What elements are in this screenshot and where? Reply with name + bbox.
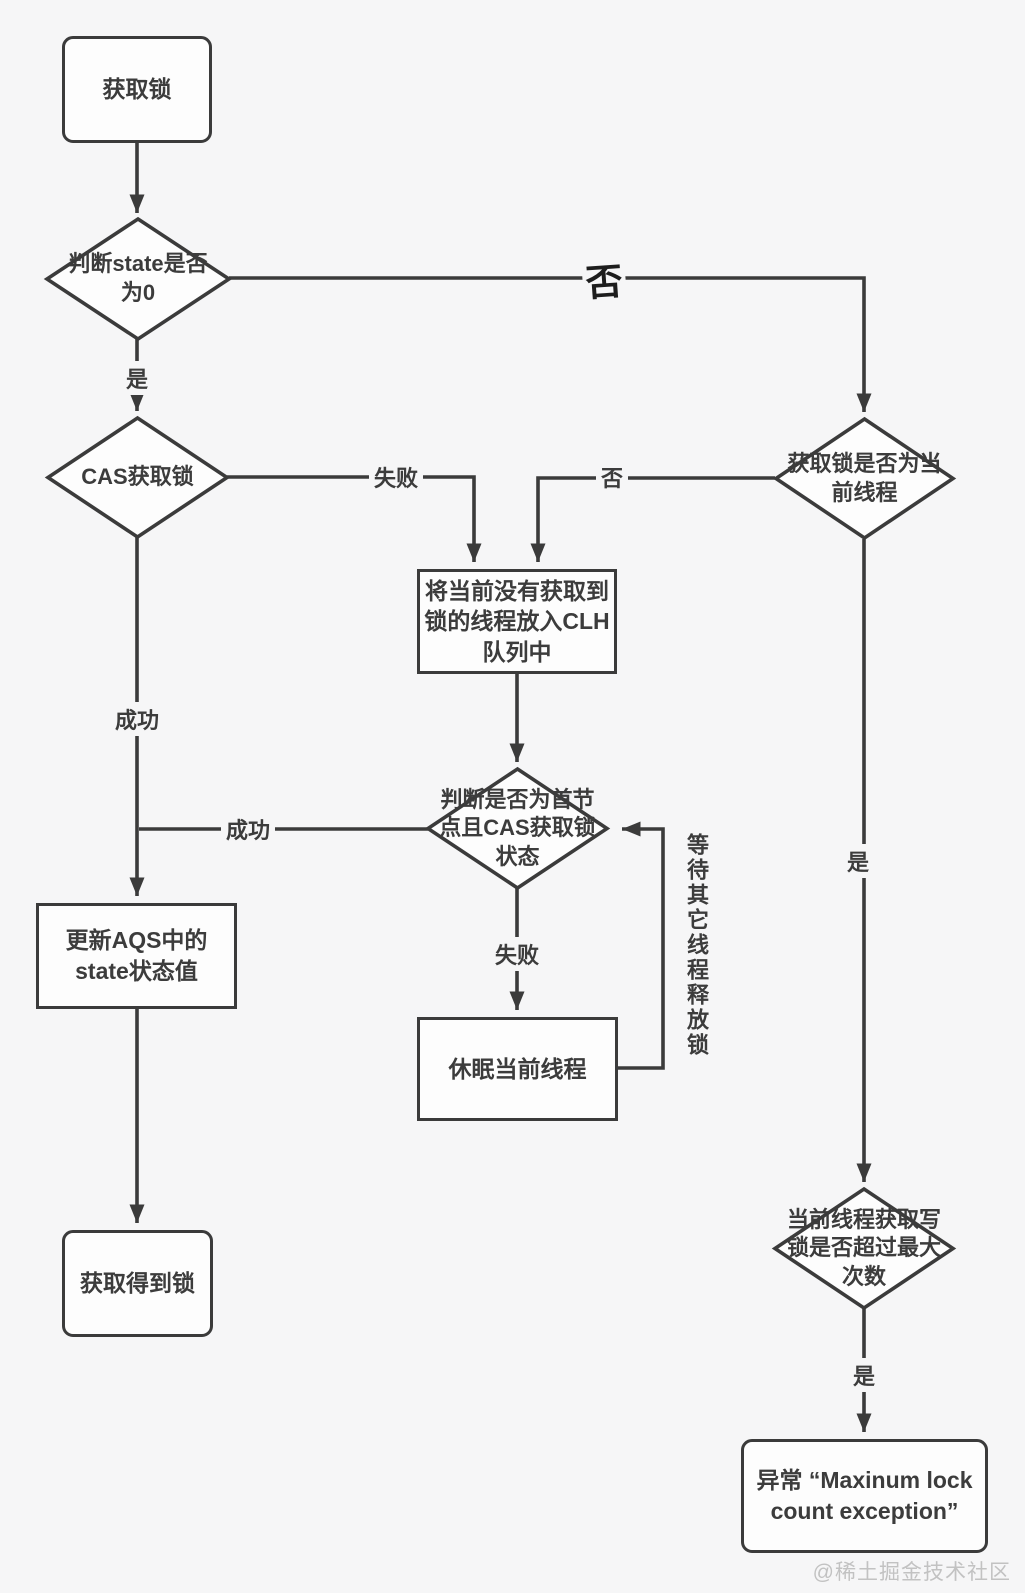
edge-not-current-thread <box>530 476 775 562</box>
edge-label-wait-release: 等待其它线程释放锁 <box>684 833 709 1058</box>
diamond-shape <box>776 419 953 538</box>
diamond-shape <box>428 769 607 888</box>
node-got-lock-label: 获取得到锁 <box>80 1270 195 1297</box>
edge-label-head-cas-success: 成功 <box>220 812 276 846</box>
node-is-current-thread: 获取锁是否为当 前线程 <box>776 419 953 538</box>
edge-label-cas-success: 成功 <box>109 702 165 736</box>
node-cas-acquire-label: CAS获取锁 <box>81 464 194 490</box>
node-check-state-zero-label: 判断state是否 为0 <box>68 251 208 305</box>
node-acquire-lock-label: 获取锁 <box>102 76 172 103</box>
edge-label-head-cas-fail: 失败 <box>489 937 545 971</box>
diamond-shape <box>47 219 229 339</box>
edge-label-not-current: 否 <box>595 460 629 494</box>
node-update-state-label: 更新AQS中的 state状态值 <box>65 927 208 984</box>
edge-label-cas-fail: 失败 <box>368 460 424 494</box>
node-check-state-zero: 判断state是否 为0 <box>47 219 229 339</box>
node-enqueue-clh: 将当前没有获取到 锁的线程放入CLH 队列中 <box>417 569 617 674</box>
node-got-lock: 获取得到锁 <box>62 1230 213 1337</box>
node-exception-label: 异常 “Maxinum lock count exception” <box>756 1467 973 1524</box>
node-is-current-thread-label: 获取锁是否为当 前线程 <box>787 450 942 505</box>
edge-label-exceed-yes: 是 <box>847 1358 881 1392</box>
node-exceed-max-label: 当前线程获取写 锁是否超过最大 次数 <box>786 1206 941 1289</box>
edge-label-is-current-yes: 是 <box>841 844 875 878</box>
node-exceed-max: 当前线程获取写 锁是否超过最大 次数 <box>775 1189 953 1308</box>
node-cas-acquire: CAS获取锁 <box>48 418 227 537</box>
edge-cas-fail <box>227 475 482 562</box>
node-enqueue-clh-label: 将当前没有获取到 锁的线程放入CLH 队列中 <box>424 577 610 665</box>
edge-check-state-no <box>229 276 872 412</box>
node-check-head-cas: 判断是否为首节 点且CAS获取锁 状态 <box>428 769 607 888</box>
node-acquire-lock: 获取锁 <box>62 36 212 143</box>
node-check-head-cas-label: 判断是否为首节 点且CAS获取锁 状态 <box>439 786 596 869</box>
node-sleep-thread: 休眠当前线程 <box>417 1017 618 1121</box>
edge-label-state-yes: 是 <box>120 361 154 395</box>
edge-sleep-loop <box>618 821 665 1070</box>
diamond-shape <box>48 418 227 537</box>
node-exception: 异常 “Maxinum lock count exception” <box>741 1439 988 1553</box>
node-sleep-thread-label: 休眠当前线程 <box>448 1055 587 1082</box>
edge-label-state-no: 否 <box>580 250 628 308</box>
diamond-shape <box>775 1189 953 1308</box>
watermark: @稀土掘金技术社区 <box>812 1561 1011 1584</box>
node-update-state: 更新AQS中的 state状态值 <box>36 903 237 1009</box>
